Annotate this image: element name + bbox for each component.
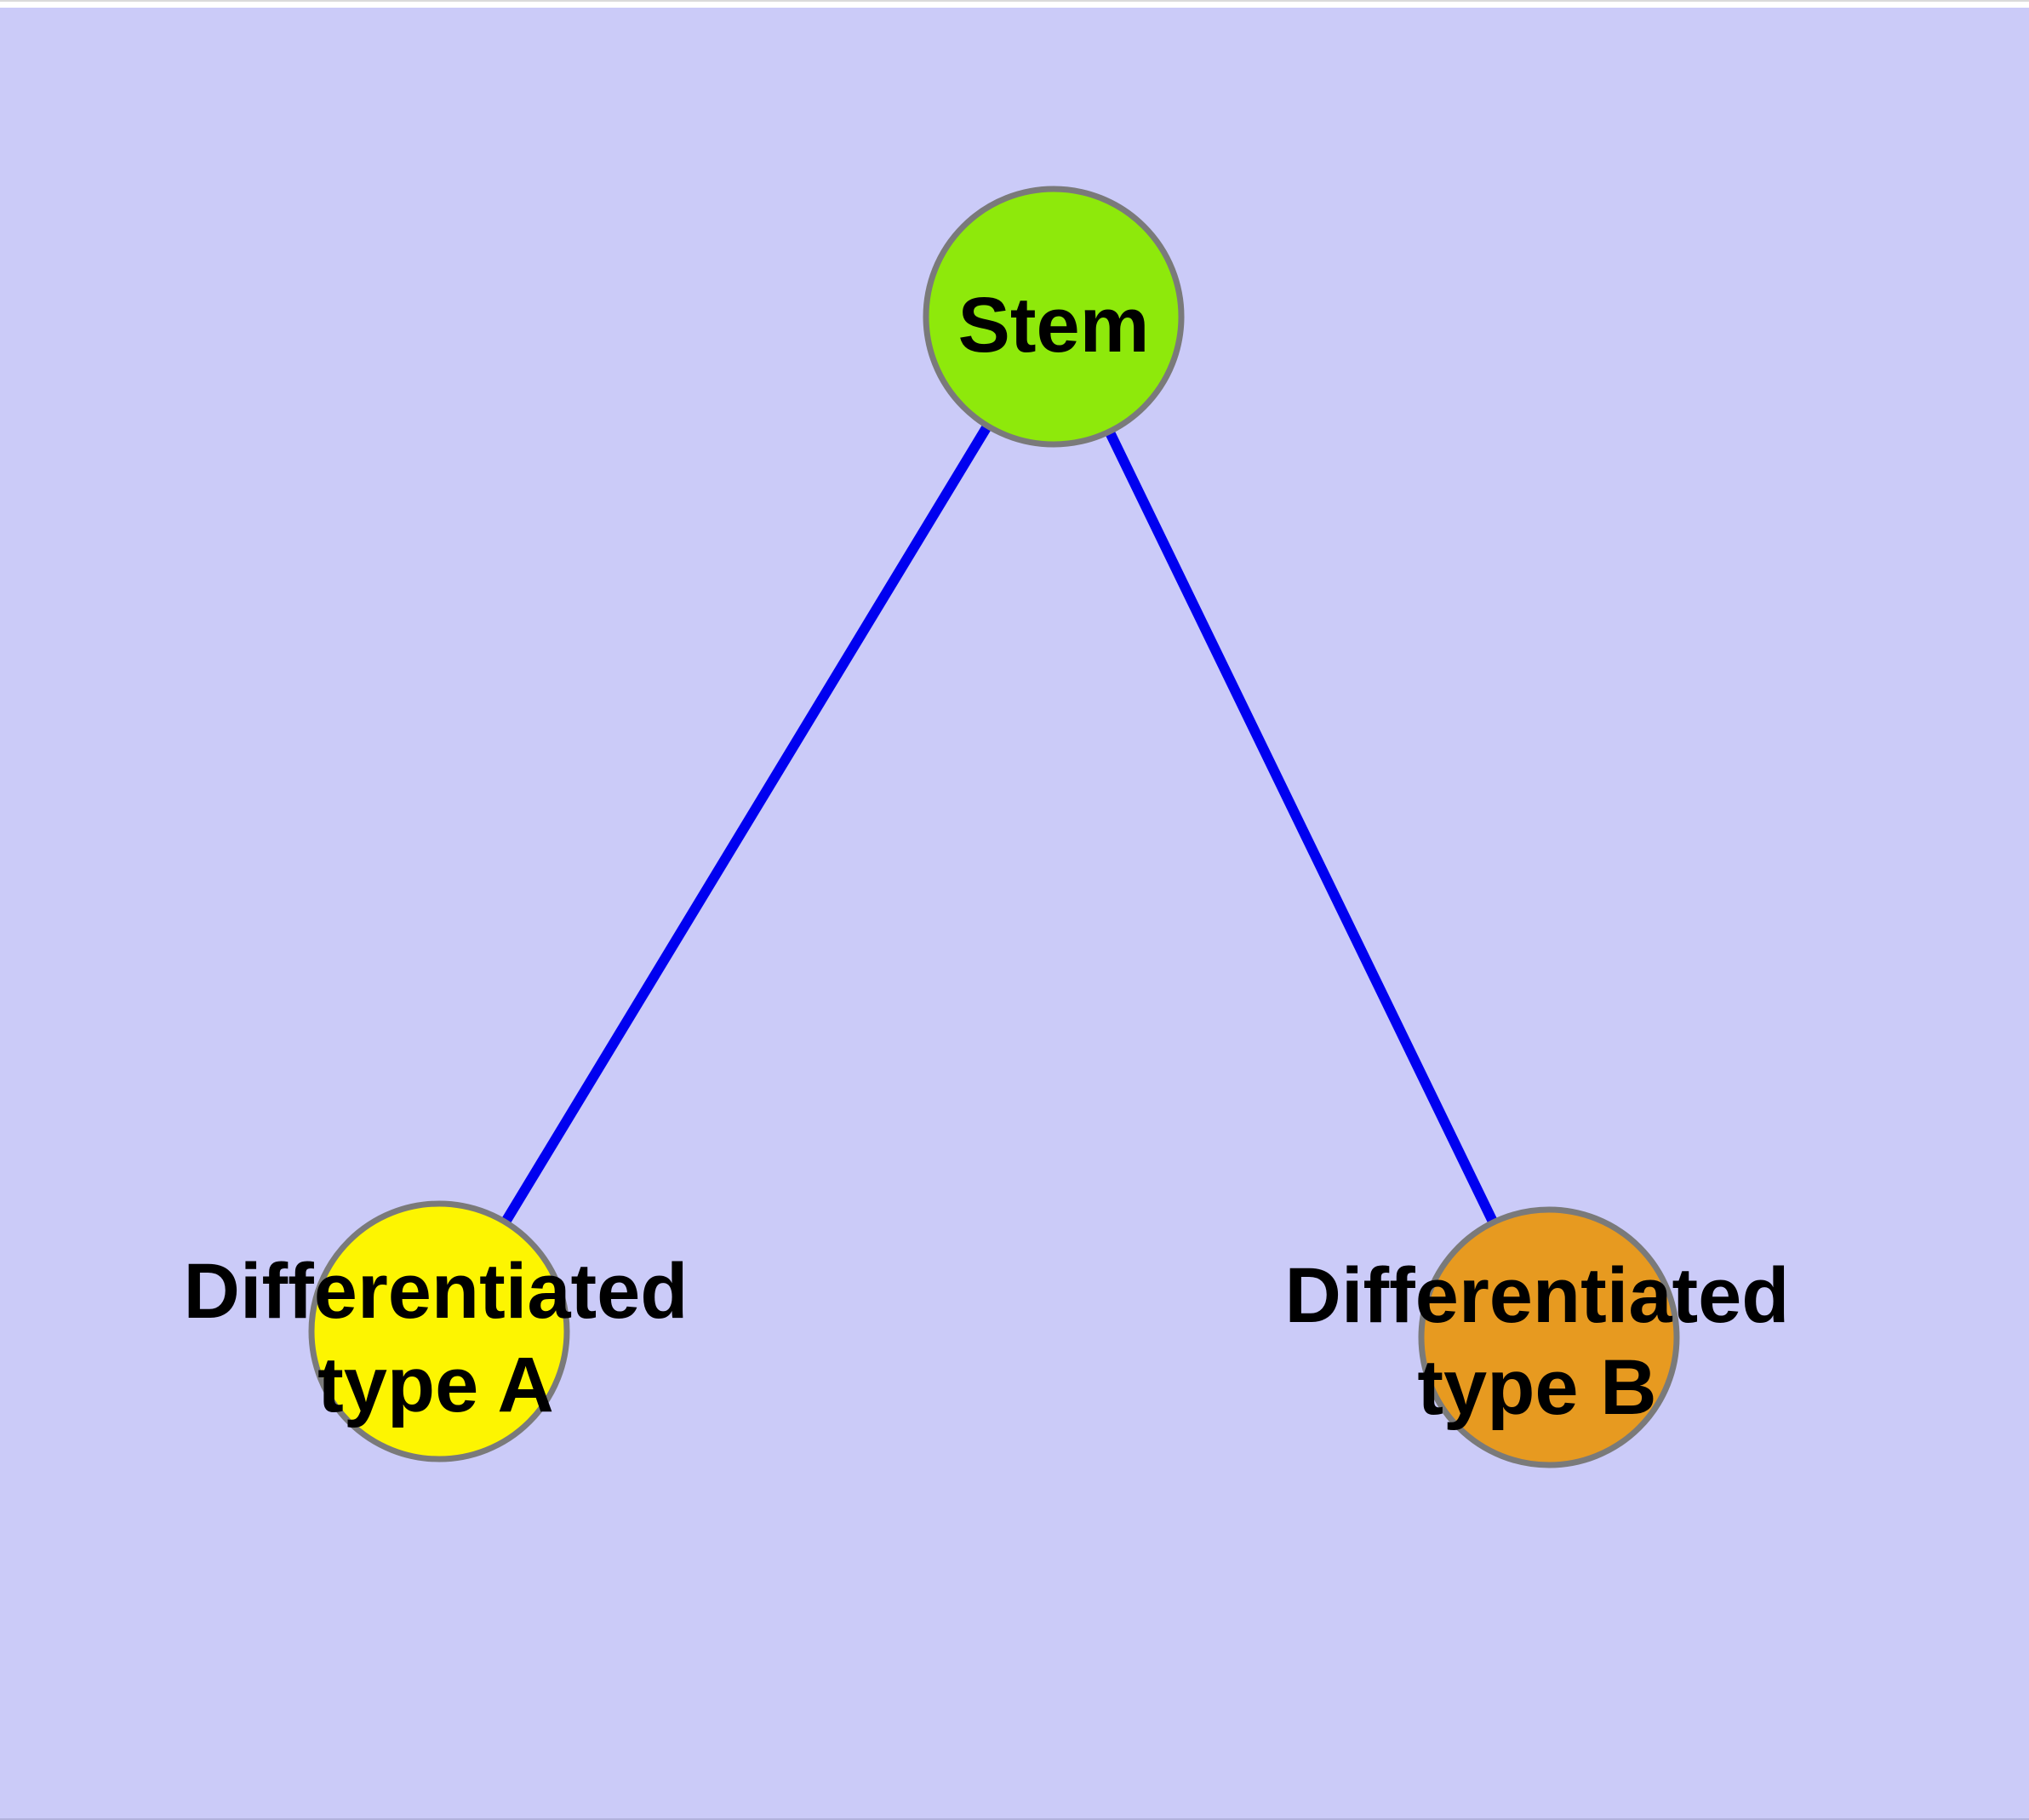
node-type-a-label-line1: Differentiated bbox=[184, 1248, 689, 1335]
node-stem-label: Stem bbox=[958, 282, 1150, 369]
window-bottom-edge bbox=[0, 1818, 2029, 1820]
edge-stem-to-type-b bbox=[1049, 314, 1554, 1340]
node-differentiated-type-a bbox=[308, 1200, 570, 1462]
window-top-strip bbox=[0, 0, 2029, 8]
node-differentiated-type-b bbox=[1418, 1206, 1680, 1468]
node-type-a-label-line2: type A bbox=[317, 1342, 554, 1428]
node-type-b-label-line2: type B bbox=[1417, 1344, 1656, 1431]
node-stem bbox=[923, 186, 1185, 448]
edge-stem-to-type-a bbox=[434, 313, 1059, 1335]
node-type-b-label-line1: Differentiated bbox=[1285, 1252, 1790, 1339]
